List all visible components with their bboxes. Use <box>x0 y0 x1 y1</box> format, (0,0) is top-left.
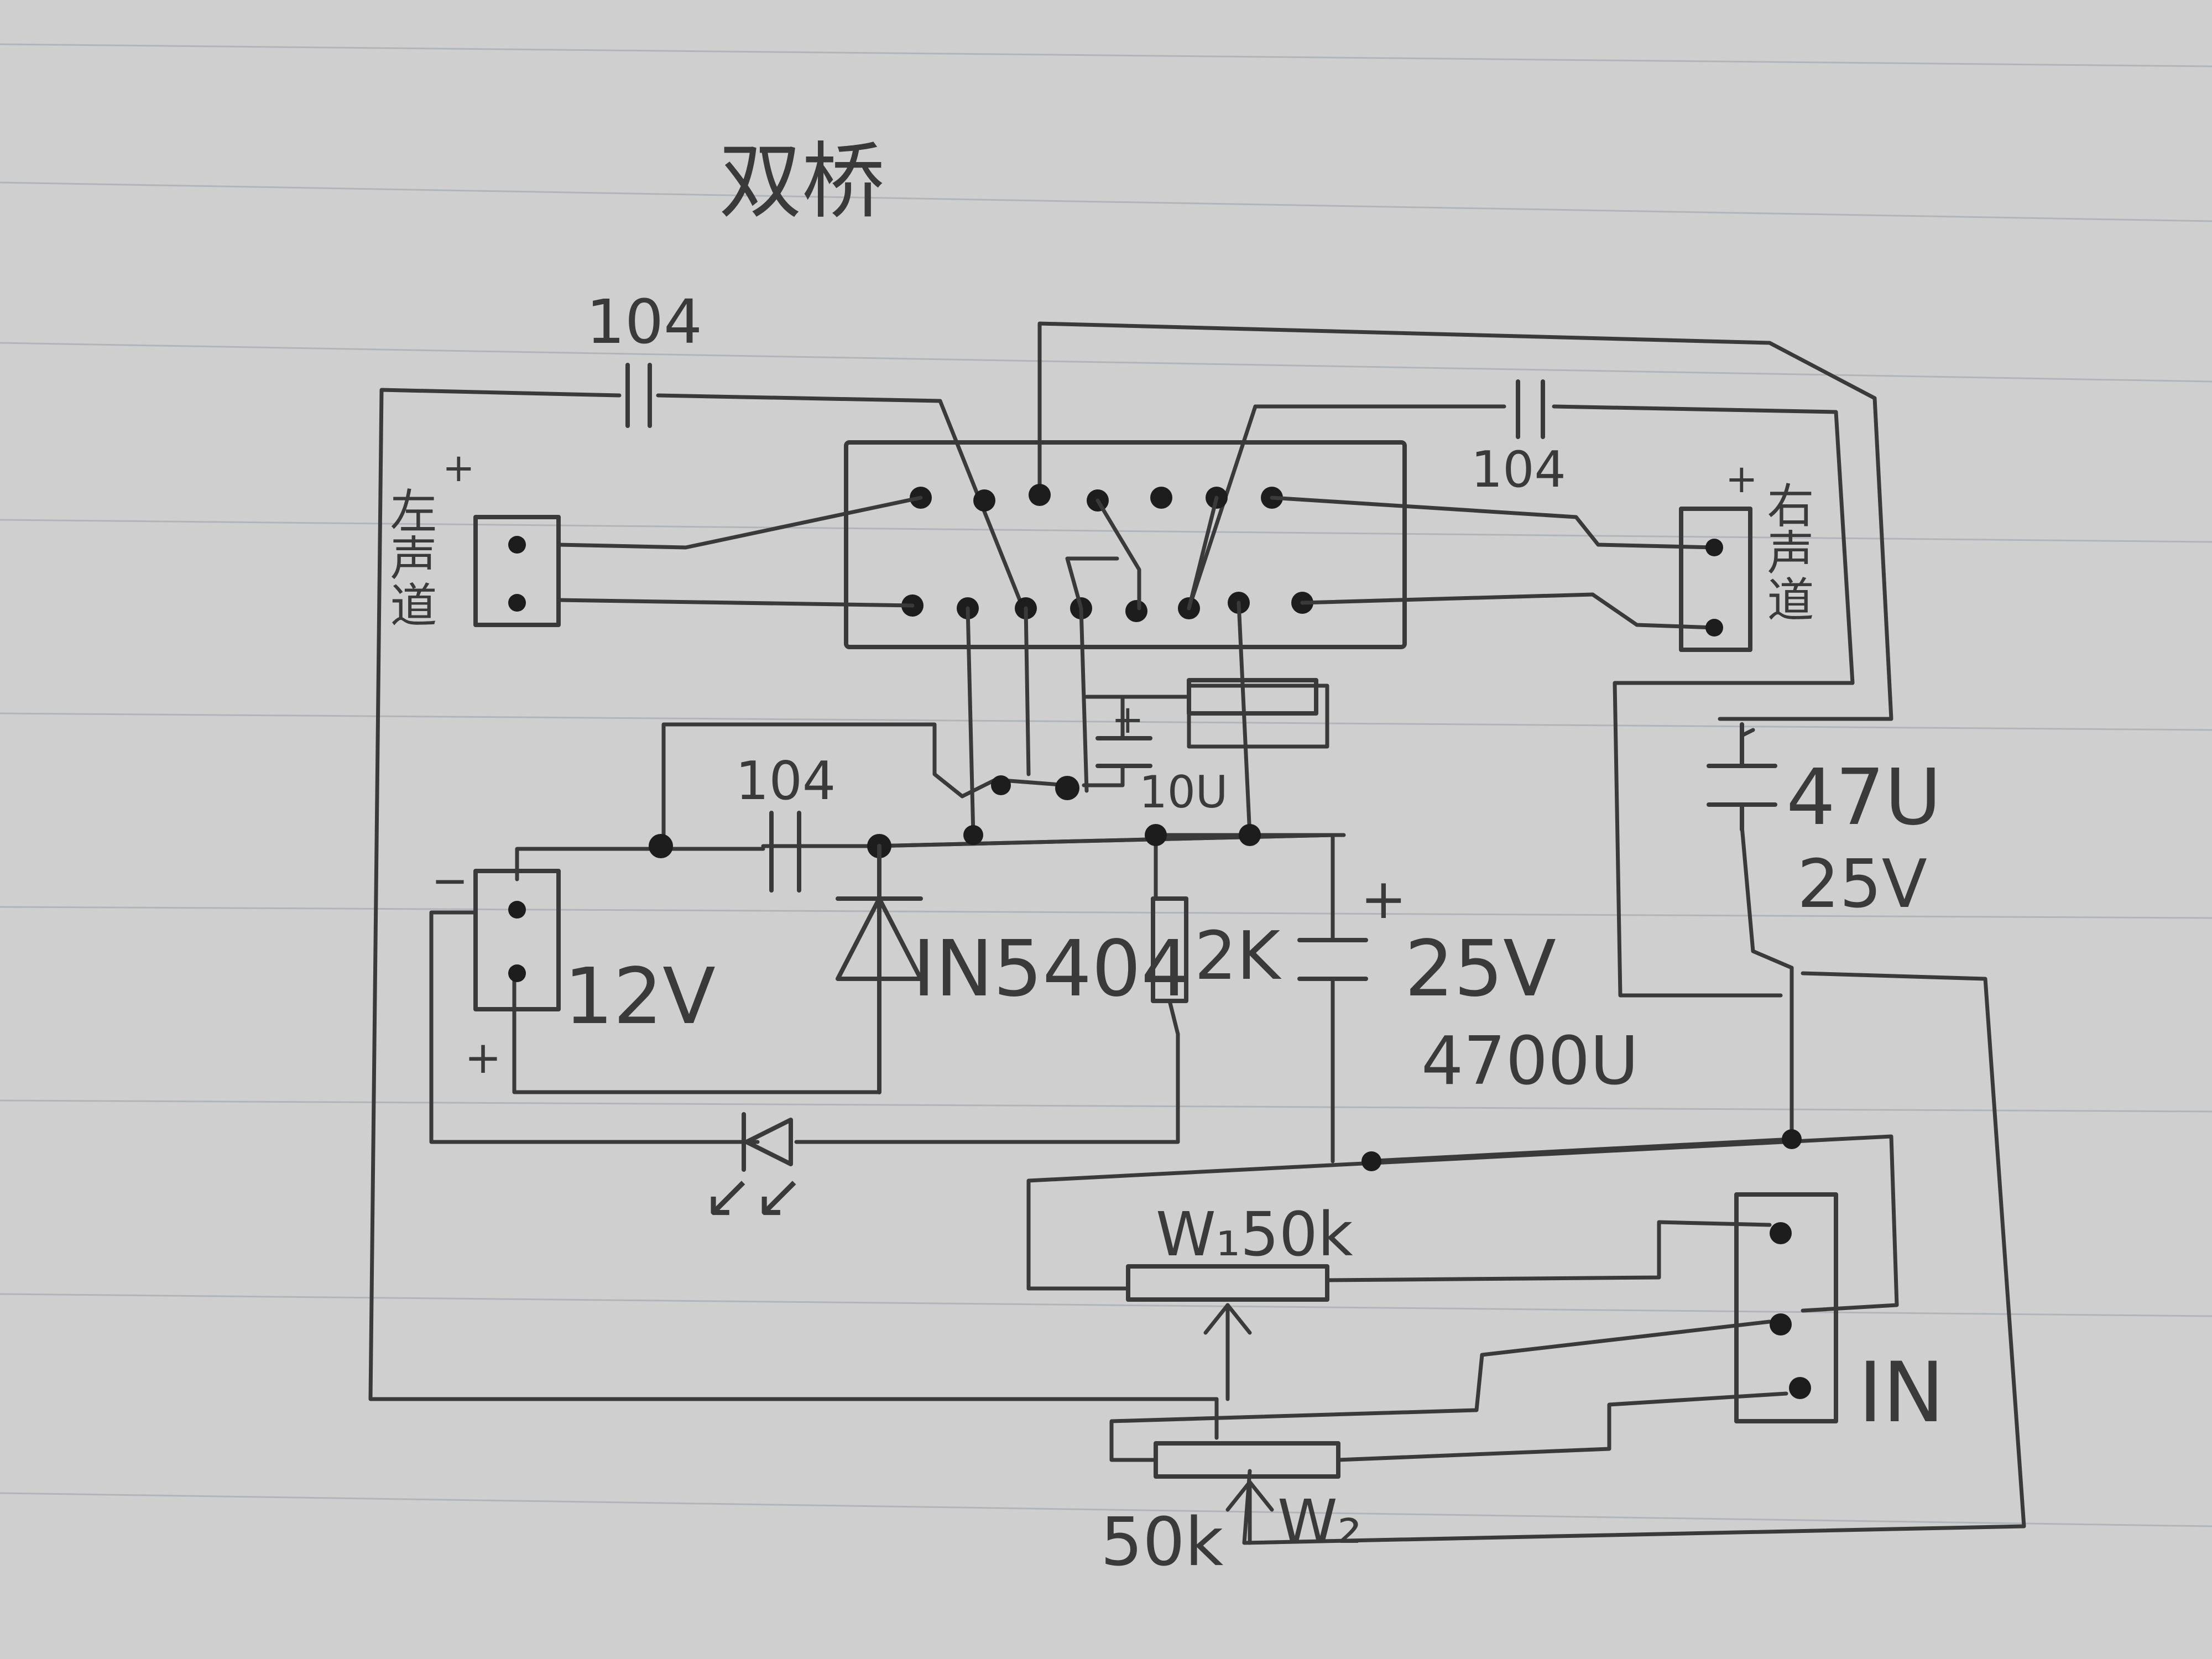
capacitor-104-top-left <box>625 363 652 428</box>
resistor-2k-label: 2K <box>1194 918 1282 995</box>
outer-wires <box>368 321 2026 1545</box>
power-12v-label: 12V <box>564 952 716 1042</box>
diode-label: IN5404 <box>912 924 1190 1014</box>
left-speaker-connector <box>473 515 561 627</box>
right-speaker-connector <box>1679 507 1752 652</box>
input-connector <box>1734 1192 1838 1423</box>
capacitor-104-power <box>769 811 801 893</box>
pot-w2-wiper <box>1109 1319 1788 1545</box>
cap-4700u-value: 4700U <box>1421 1023 1639 1100</box>
page-title: 双桥 <box>719 134 885 230</box>
power-plus: + <box>465 1032 502 1083</box>
cap-10u-label: 10U <box>1139 766 1228 818</box>
input-pin-2 <box>1770 1313 1792 1335</box>
capacitor-10u <box>1095 736 1152 768</box>
led-indicator <box>742 1112 793 1172</box>
left-connector-plus: + <box>442 445 475 491</box>
cap-top-right-label: 104 <box>1471 441 1566 499</box>
pot-w1-wiper <box>1026 1220 1772 1401</box>
pot-w1-label: W₁50k <box>1156 1199 1353 1270</box>
resistor-feedback <box>1187 678 1318 716</box>
left-connector-pin-1 <box>508 536 526 554</box>
cap-47u-value: 47U <box>1786 753 1942 843</box>
amplifier-chip <box>844 440 1407 649</box>
pot-w2-value: 50k <box>1100 1504 1224 1581</box>
power-minus: − <box>431 855 468 906</box>
right-connector-plus: + <box>1725 456 1758 502</box>
cap-4700u-plus: + <box>1360 867 1407 931</box>
cap-47u-voltage: 25V <box>1797 846 1927 923</box>
left-channel-label: 左声道 <box>382 487 437 628</box>
right-channel-label: 右声道 <box>1759 481 1814 622</box>
capacitor-47u <box>1707 722 1777 832</box>
input-pin-3 <box>1789 1377 1811 1399</box>
right-connector-pin-2 <box>1705 619 1723 637</box>
left-connector-pin-2 <box>508 594 526 612</box>
pot-w2-label: W₂ <box>1277 1486 1362 1557</box>
led-arrows-icon: ↙↙ <box>702 1160 804 1231</box>
cap-top-left-label: 104 <box>586 286 702 357</box>
capacitor-104-top-right <box>1516 379 1545 439</box>
chip-wires <box>556 495 1717 837</box>
junction-dots <box>649 775 1802 1171</box>
power-12v-connector <box>473 869 561 1011</box>
cap-mid-label: 104 <box>735 751 836 812</box>
capacitor-4700u <box>1297 938 1368 981</box>
power-connector-pin-2 <box>508 964 526 982</box>
potentiometer-w1 <box>1126 1264 1329 1302</box>
input-pin-1 <box>1770 1222 1792 1244</box>
diode-in5404 <box>836 844 923 1094</box>
input-label: IN <box>1858 1345 1944 1441</box>
ruled-lines <box>0 43 2212 1527</box>
power-connector-pin-1 <box>508 901 526 919</box>
cap-4700u-voltage: 25V <box>1405 924 1556 1014</box>
right-connector-pin-1 <box>1705 539 1723 556</box>
cap-10u-plus: + <box>1112 697 1144 742</box>
